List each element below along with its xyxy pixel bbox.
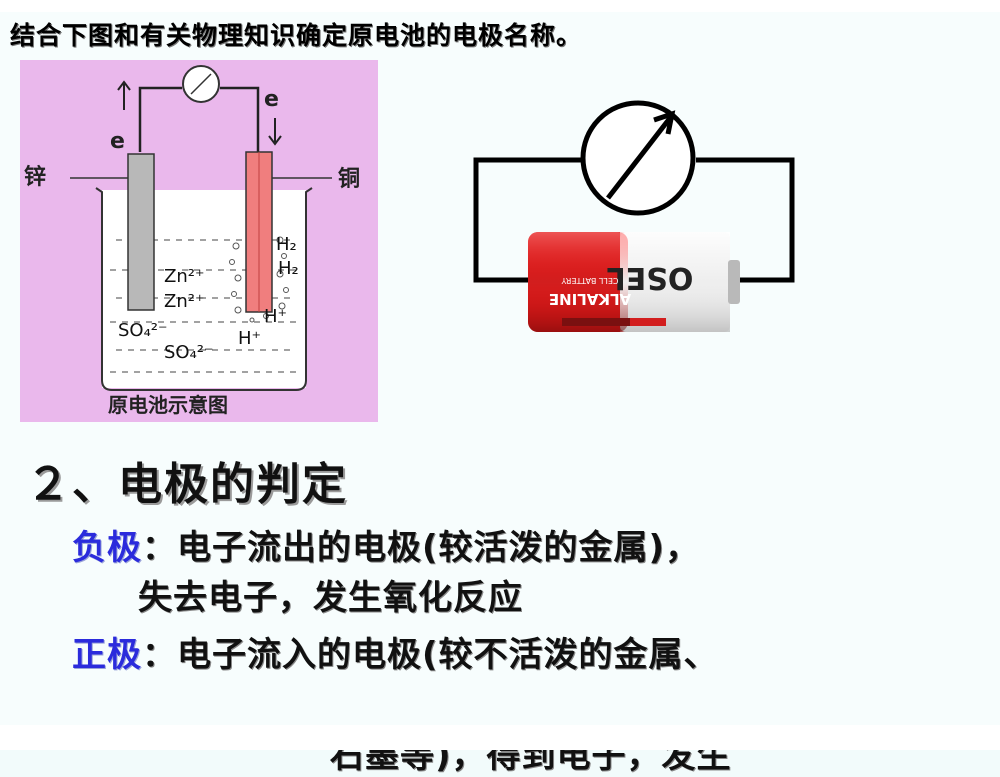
ion-h2-2: H₂ — [278, 258, 299, 279]
positive-desc: ：电子流入的电极(较不活泼的金属、 — [142, 635, 719, 675]
ion-hplus-2: H⁺ — [238, 328, 261, 349]
left-wire — [138, 86, 182, 152]
battery — [528, 232, 740, 332]
battery-brand: OSEL — [607, 260, 694, 295]
negative-definition: 负极：电子流出的电极(较活泼的金属)， — [72, 520, 700, 569]
electron-label-left: e — [110, 129, 125, 154]
ion-h2-1: H₂ — [276, 234, 297, 255]
negative-desc: ：电子流出的电极(较活泼的金属)， — [142, 528, 701, 568]
battery-type: ALKALINE — [549, 290, 631, 308]
ion-zn-2: Zn²⁺ — [164, 291, 204, 312]
galvanometer-needle — [190, 73, 212, 95]
slide: 结合下图和有关物理知识确定原电池的电极名称。 — [10, 21, 810, 776]
positive-term: 正极 — [72, 635, 142, 675]
zinc-electrode — [127, 153, 155, 311]
copper-label: 铜 — [338, 166, 360, 192]
electron-label-right: e — [264, 87, 279, 112]
ion-zn-1: Zn²⁺ — [164, 266, 204, 287]
ion-so4-2: SO₄²⁻ — [164, 342, 214, 363]
intro-text: 结合下图和有关物理知识确定原电池的电极名称。 — [10, 21, 583, 50]
battery-circuit-diagram: OSEL ALKALINE CELL BATTERY — [473, 100, 795, 332]
hydrogen-bubbles — [229, 236, 289, 323]
beaker-outline — [95, 187, 313, 391]
section-heading: ２、电极的判定 — [26, 459, 348, 510]
right-wire — [220, 86, 260, 152]
circuit-wire-right — [696, 157, 795, 283]
zinc-label: 锌 — [24, 165, 46, 190]
positive-desc-line2: 石墨等)，得到电子，发生 — [330, 736, 732, 776]
ion-hplus-1: H⁺ — [264, 306, 287, 327]
ammeter-needle — [606, 116, 672, 200]
galvanic-cell-diagram: 锌 铜 e e Zn²⁺ Zn²⁺ H₂ H₂ H⁺ H⁺ SO₄²⁻ SO₄²… — [24, 65, 360, 417]
positive-definition: 正极：电子流入的电极(较不活泼的金属、 — [72, 627, 719, 676]
negative-term: 负极 — [72, 528, 142, 568]
galvanic-cell-figure: 锌 铜 e e Zn²⁺ Zn²⁺ H₂ H₂ H⁺ H⁺ SO₄²⁻ SO₄²… — [20, 60, 378, 422]
ion-so4-1: SO₄²⁻ — [118, 320, 168, 341]
battery-subtext: CELL BATTERY — [561, 276, 618, 285]
figure-caption: 原电池示意图 — [108, 393, 228, 417]
circuit-wire-left — [473, 157, 582, 283]
negative-desc-line2: 失去电子，发生氧化反应 — [138, 578, 523, 618]
battery-circuit-figure: OSEL ALKALINE CELL BATTERY — [470, 100, 810, 354]
